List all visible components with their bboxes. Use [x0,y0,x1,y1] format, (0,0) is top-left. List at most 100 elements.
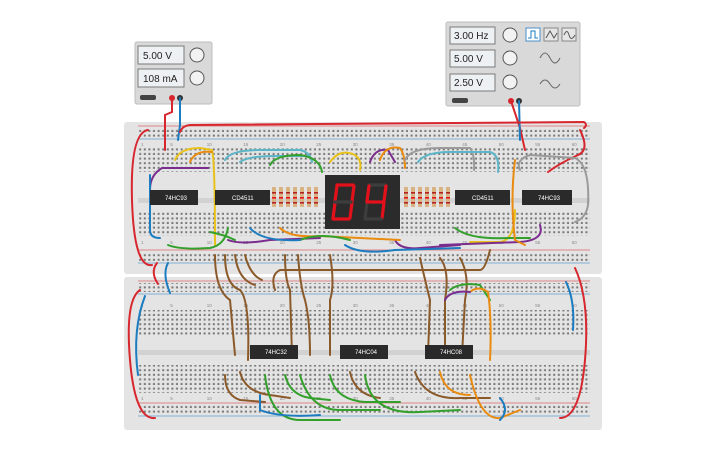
resistor-band [404,192,408,194]
wire-left-rail-red-bottom [127,289,156,420]
column-number: 55 [535,303,541,308]
resistor-band [432,197,436,199]
resistor-band [314,202,318,204]
column-number: 50 [499,303,505,308]
resistor-band [314,192,318,194]
column-number: 40 [426,240,432,245]
wire-right-rail-blue-bottom [565,281,575,331]
column-number: 5 [170,303,173,308]
segment-e [363,201,369,220]
voltage-readout: 5.00 V [143,51,172,62]
chip-gate-not[interactable]: 74HC04 [340,345,388,359]
column-number: 35 [389,142,395,147]
voltage-display [137,45,185,65]
resistor-band [418,202,422,204]
wire-supply-negative [177,97,181,141]
amplitude-display [449,49,496,68]
resistor-band [404,202,408,204]
resistor-band [446,197,450,199]
column-number: 20 [280,396,286,401]
column-number: 20 [280,303,286,308]
column-number: 30 [353,240,359,245]
svg-text:74HC04: 74HC04 [355,350,378,356]
square-wave-button[interactable] [525,27,541,42]
wires[interactable] [127,97,590,421]
column-number: 40 [426,142,432,147]
resistor-band [411,202,415,204]
frequency-readout: 3.00 Hz [454,31,488,42]
resistor-band [439,192,443,194]
svg-text:74HC32: 74HC32 [265,350,288,356]
generator-power-switch[interactable] [452,98,468,103]
resistor-band [418,197,422,199]
segment-c [348,201,354,220]
segment-c [380,201,386,220]
offset-wave-icon [539,79,561,89]
triangle-wave-icon [545,29,558,39]
power-switch[interactable] [140,95,156,100]
svg-text:CD4511: CD4511 [232,196,254,202]
svg-text:74HC93: 74HC93 [538,196,561,202]
column-number: 25 [316,303,322,308]
resistor-band [300,202,304,204]
segment-b [382,184,388,203]
resistor-band [446,192,450,194]
chip-left-decoder[interactable]: CD4511 [215,190,270,205]
resistor-band [293,192,297,194]
resistor-band [286,197,290,199]
wire-supply-positive [164,97,173,151]
column-number: 25 [316,240,322,245]
svg-text:74HC93: 74HC93 [165,196,188,202]
current-readout: 108 mA [143,74,178,85]
square-wave-icon [528,30,538,39]
resistor-band [418,192,422,194]
segment-f [365,184,371,203]
resistor-band [279,197,283,199]
chip-gate-and[interactable]: 74HC08 [425,345,473,359]
resistor-band [439,202,443,204]
resistor-band [446,202,450,204]
resistor-band [432,202,436,204]
resistor-band [307,197,311,199]
amplitude-readout: 5.00 V [454,54,483,65]
resistor-band [300,192,304,194]
resistor-array-left[interactable] [272,187,318,207]
column-number: 1 [141,142,144,147]
resistor-band [425,192,429,194]
resistor-array-right[interactable] [404,187,450,207]
column-number: 10 [207,142,213,147]
wire-left-rail-red [130,129,153,267]
chip-gate-or[interactable]: 74HC32 [250,345,298,359]
chip-right-counter[interactable]: 74HC93 [522,190,572,205]
function-generator[interactable]: 3.00 Hz 5.00 V 2.50 V [445,21,581,107]
chip-right-decoder[interactable]: CD4511 [455,190,510,205]
column-number: 60 [572,240,578,245]
dc-power-supply[interactable]: 5.00 V 108 mA [134,41,213,105]
column-number: 60 [572,303,578,308]
resistor-band [411,192,415,194]
column-number: 25 [316,142,322,147]
column-number: 55 [535,396,541,401]
column-number: 60 [572,396,578,401]
column-number: 45 [462,142,468,147]
current-knob[interactable] [189,70,205,86]
column-number: 40 [426,396,432,401]
offset-readout: 2.50 V [454,78,483,89]
column-number: 40 [426,303,432,308]
column-number: 20 [280,240,286,245]
resistor-band [307,192,311,194]
resistor-band [439,197,443,199]
resistor-band [279,202,283,204]
chip-left-counter[interactable]: 74HC93 [150,190,198,205]
resistor-band [300,197,304,199]
resistor-band [307,202,311,204]
amplitude-knob[interactable] [502,50,518,66]
current-display [137,68,185,88]
voltage-knob[interactable] [189,47,205,63]
frequency-knob[interactable] [502,27,518,43]
offset-knob[interactable] [502,74,518,90]
seven-segment-display[interactable] [325,175,400,229]
display-digit-1 [331,183,356,221]
wire-generator-negative [518,100,521,141]
wire-rail-link-red [152,262,159,285]
